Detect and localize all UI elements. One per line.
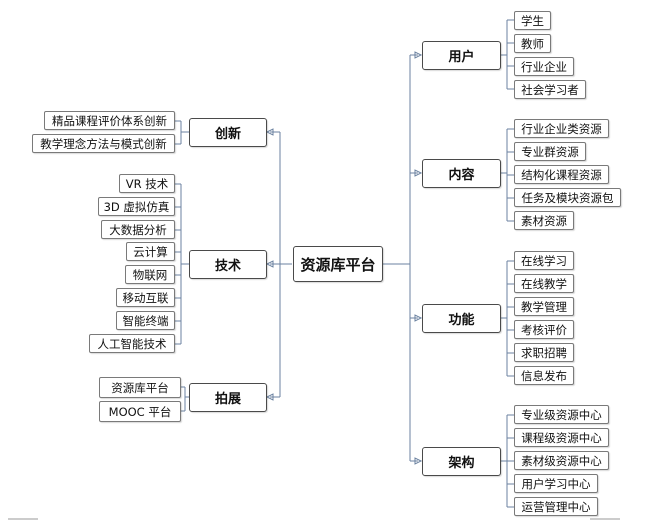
branch-users-label: 用户 — [448, 50, 475, 65]
leaf-function-publishing[interactable]: 信息发布 — [514, 366, 574, 385]
leaf-expansion-mooc-platform[interactable]: MOOC 平台 — [99, 401, 181, 422]
leaf-technology-mobile[interactable]: 移动互联 — [116, 288, 175, 307]
leaf-label: 行业企业 — [521, 59, 567, 74]
leaf-label: 精品课程评价体系创新 — [52, 113, 167, 128]
leaf-technology-cloud[interactable]: 云计算 — [126, 242, 175, 261]
branch-architecture-label: 架构 — [448, 456, 475, 471]
leaf-function-teaching-management[interactable]: 教学管理 — [514, 297, 574, 316]
leaf-innovation-course-evaluation[interactable]: 精品课程评价体系创新 — [44, 111, 175, 130]
leaf-function-assessment[interactable]: 考核评价 — [514, 320, 574, 339]
leaf-label: 在线教学 — [521, 276, 567, 291]
leaf-technology-vr[interactable]: VR 技术 — [119, 174, 175, 193]
leaf-users-teacher[interactable]: 教师 — [514, 34, 551, 53]
branch-function-label: 功能 — [448, 313, 475, 328]
leaf-label: VR 技术 — [125, 176, 169, 191]
leaf-label: 教师 — [521, 36, 544, 51]
leaf-function-online-teaching[interactable]: 在线教学 — [514, 274, 574, 293]
leaf-label: 信息发布 — [521, 368, 567, 383]
leaf-content-enterprise[interactable]: 行业企业类资源 — [514, 119, 609, 138]
leaf-label: 运营管理中心 — [521, 499, 591, 514]
leaf-technology-smart-terminal[interactable]: 智能终端 — [116, 311, 175, 330]
leaf-technology-iot[interactable]: 物联网 — [125, 265, 175, 284]
leaf-architecture-major-center[interactable]: 专业级资源中心 — [514, 405, 609, 424]
leaf-content-major-group[interactable]: 专业群资源 — [514, 142, 586, 161]
leaf-content-task-module[interactable]: 任务及模块资源包 — [514, 188, 621, 207]
leaf-label: 素材资源 — [521, 213, 567, 228]
leaf-content-material[interactable]: 素材资源 — [514, 211, 574, 230]
branch-expansion-label: 拍展 — [214, 392, 241, 407]
leaf-label: 云计算 — [133, 244, 168, 259]
leaf-label: 素材级资源中心 — [521, 453, 602, 468]
leaf-label: 教学理念方法与模式创新 — [40, 136, 167, 151]
leaf-architecture-operation-center[interactable]: 运营管理中心 — [514, 497, 598, 516]
leaf-architecture-course-center[interactable]: 课程级资源中心 — [514, 428, 609, 447]
leaf-expansion-resource-platform[interactable]: 资源库平台 — [99, 377, 181, 398]
leaf-label: 人工智能技术 — [97, 336, 167, 351]
leaf-label: 专业群资源 — [521, 144, 579, 159]
root-node-label: 资源库平台 — [300, 255, 376, 274]
leaf-label: 资源库平台 — [111, 380, 169, 395]
leaf-users-public[interactable]: 社会学习者 — [514, 80, 586, 99]
leaf-architecture-learning-center[interactable]: 用户学习中心 — [514, 474, 598, 493]
leaf-innovation-teaching-method[interactable]: 教学理念方法与模式创新 — [32, 134, 175, 153]
leaf-label: 学生 — [521, 13, 544, 28]
leaf-label: 在线学习 — [521, 253, 567, 268]
leaf-label: 专业级资源中心 — [521, 407, 602, 422]
leaf-label: 任务及模块资源包 — [521, 190, 614, 205]
leaf-label: 课程级资源中心 — [521, 430, 602, 445]
leaf-label: 求职招聘 — [521, 345, 567, 360]
branch-function[interactable]: 功能 — [422, 304, 501, 333]
leaf-label: 移动互联 — [122, 290, 169, 305]
branch-innovation[interactable]: 创新 — [189, 118, 267, 147]
branch-technology[interactable]: 技术 — [189, 250, 267, 279]
leaf-label: 用户学习中心 — [521, 476, 591, 491]
leaf-technology-3d-simulation[interactable]: 3D 虚拟仿真 — [98, 197, 175, 216]
branch-content-label: 内容 — [448, 168, 475, 183]
leaf-users-enterprise[interactable]: 行业企业 — [514, 57, 574, 76]
leaf-label: 教学管理 — [521, 299, 567, 314]
leaf-label: MOOC 平台 — [108, 404, 172, 419]
leaf-label: 行业企业类资源 — [521, 121, 602, 136]
leaf-users-student[interactable]: 学生 — [514, 11, 551, 30]
leaf-architecture-material-center[interactable]: 素材级资源中心 — [514, 451, 609, 470]
leaf-label: 智能终端 — [122, 313, 169, 328]
leaf-function-online-learning[interactable]: 在线学习 — [514, 251, 574, 270]
branch-users[interactable]: 用户 — [422, 41, 501, 70]
leaf-content-structured[interactable]: 结构化课程资源 — [514, 165, 609, 184]
leaf-label: 社会学习者 — [521, 82, 579, 97]
branch-expansion[interactable]: 拍展 — [189, 383, 267, 412]
branch-architecture[interactable]: 架构 — [422, 447, 501, 476]
branch-content[interactable]: 内容 — [422, 159, 501, 188]
leaf-label: 物联网 — [132, 267, 168, 282]
branch-technology-label: 技术 — [214, 259, 241, 274]
leaf-label: 考核评价 — [521, 322, 567, 337]
leaf-label: 大数据分析 — [109, 222, 167, 237]
leaf-technology-ai[interactable]: 人工智能技术 — [89, 334, 175, 353]
branch-innovation-label: 创新 — [214, 127, 241, 142]
leaf-function-recruitment[interactable]: 求职招聘 — [514, 343, 574, 362]
leaf-technology-big-data[interactable]: 大数据分析 — [101, 220, 175, 239]
leaf-label: 结构化课程资源 — [521, 167, 602, 182]
leaf-label: 3D 虚拟仿真 — [103, 199, 170, 214]
root-node[interactable]: 资源库平台 — [293, 246, 383, 282]
